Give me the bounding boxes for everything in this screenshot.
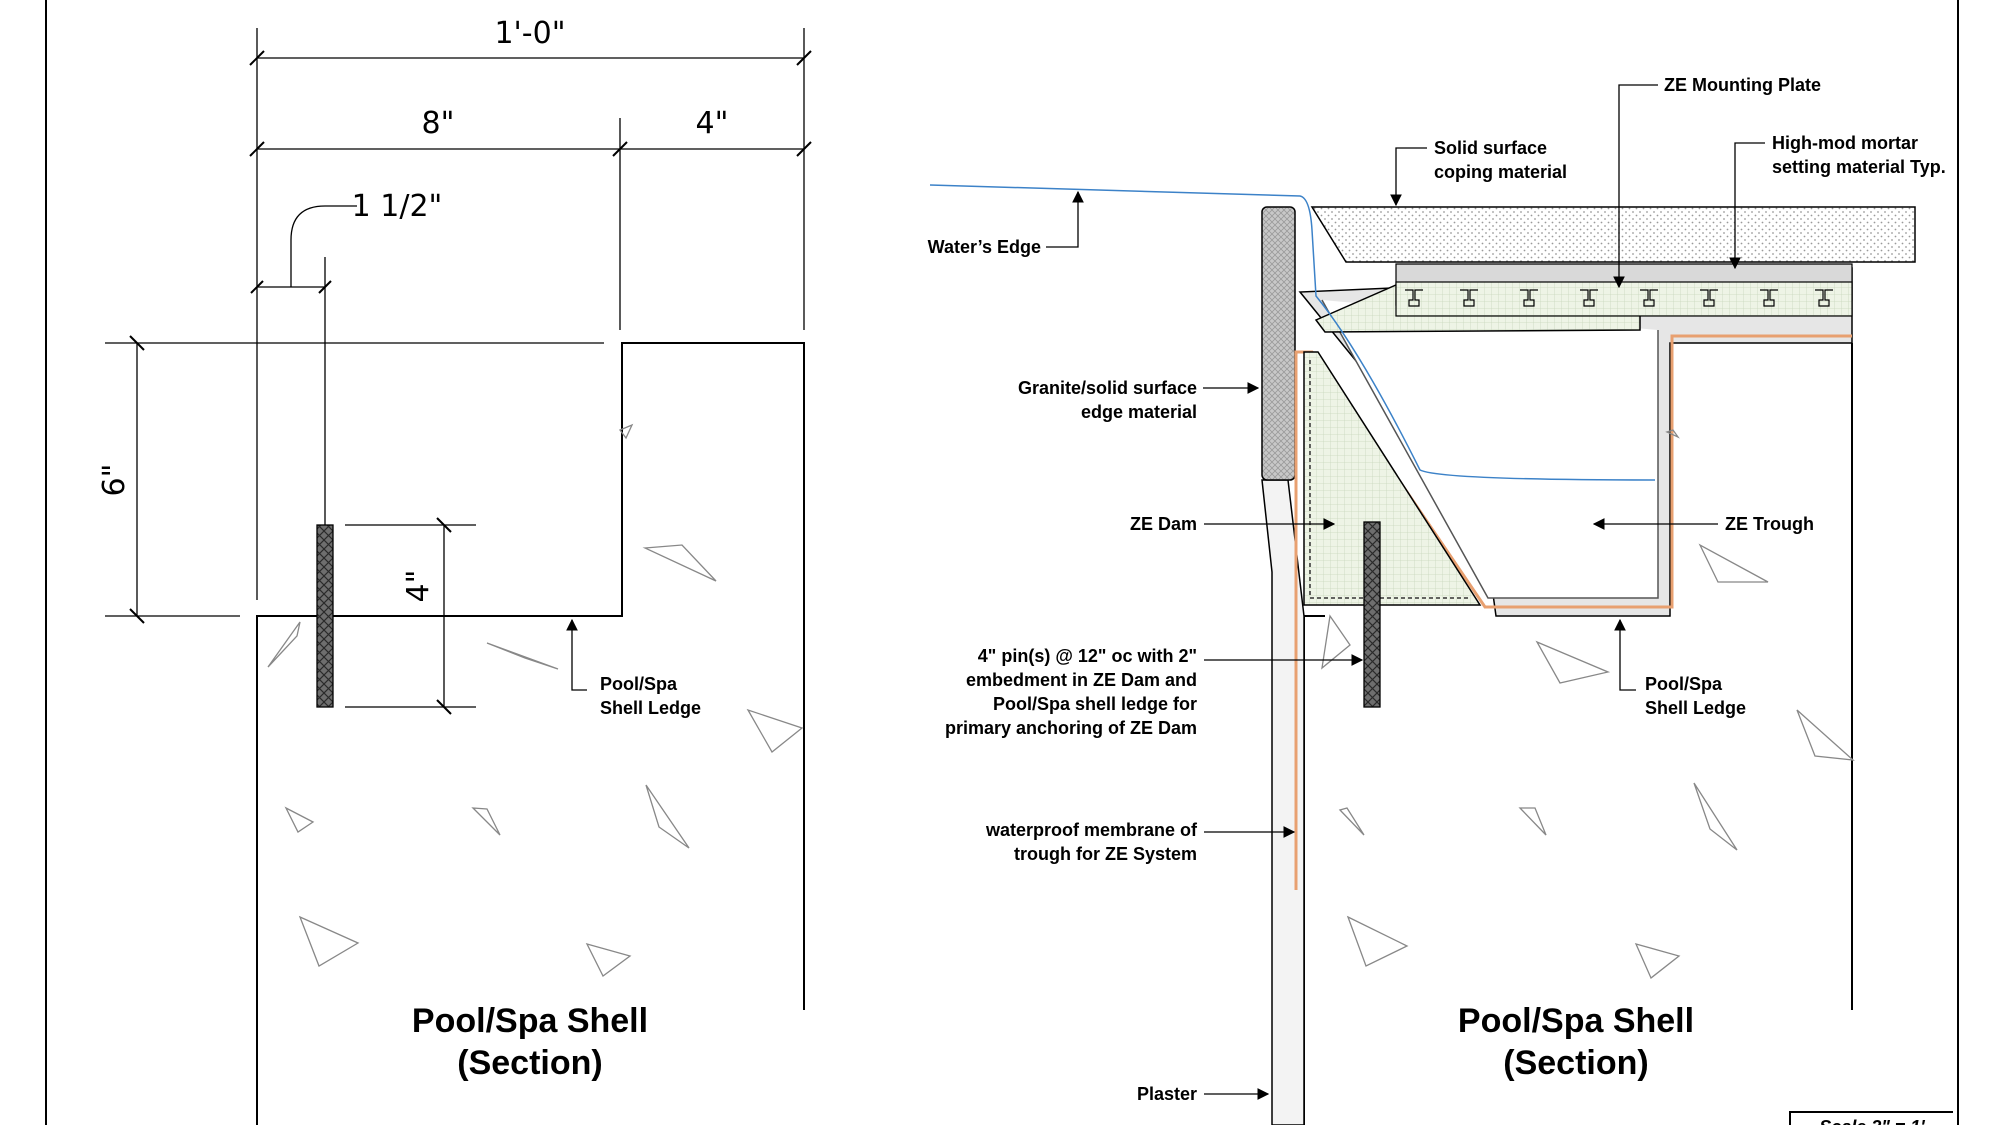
dim-1-5-label: 1 1/2" — [352, 189, 443, 224]
scale-note: Scale 3" = 1' — [1819, 1117, 1925, 1125]
right-ledge-label-1: Pool/Spa — [1645, 674, 1723, 694]
coping-leader — [1390, 147, 1427, 207]
membrane-label-1: waterproof membrane of — [985, 820, 1198, 840]
mortar-leader — [1729, 142, 1765, 270]
plaster-label: Plaster — [1137, 1084, 1197, 1104]
membrane-label-2: trough for ZE System — [1014, 844, 1197, 864]
mortar-label-1: High-mod mortar — [1772, 133, 1918, 153]
ze-dam-keyway — [1309, 360, 1470, 599]
water-edge-line — [929, 184, 1656, 481]
left-concrete-aggregate — [267, 423, 804, 977]
coping-label-1: Solid surface — [1434, 138, 1547, 158]
coping-label-2: coping material — [1434, 162, 1567, 182]
trough-channel — [1321, 299, 1659, 599]
right-anchor-pin — [1363, 521, 1381, 708]
mortar-teeth — [1395, 281, 1853, 317]
pin-label-4: primary anchoring of ZE Dam — [945, 718, 1197, 738]
pin-label-1: 4" pin(s) @ 12" oc with 2" — [978, 646, 1197, 666]
ze-trough-label: ZE Trough — [1725, 514, 1814, 534]
dim-4-top-label: 4" — [696, 106, 729, 141]
left-ledge-label-2: Shell Ledge — [600, 698, 701, 718]
granite-edge — [1261, 206, 1296, 481]
mounting-plate-leader — [1613, 84, 1658, 289]
left-section-detail: 1'-0" 8" 4" 1 1/2" 6" 4" Pool/Spa She — [97, 16, 812, 1125]
waters-edge-leader — [1046, 190, 1084, 248]
right-shell-inner-wall — [1303, 615, 1325, 1125]
granite-label-2: edge material — [1081, 402, 1197, 422]
right-ledge-label-2: Shell Ledge — [1645, 698, 1746, 718]
ze-dam-label: ZE Dam — [1130, 514, 1197, 534]
granite-label-1: Granite/solid surface — [1018, 378, 1197, 398]
pin-label-3: Pool/Spa shell ledge for — [993, 694, 1197, 714]
left-ledge-leader — [566, 618, 587, 691]
waters-edge-label: Water’s Edge — [928, 237, 1041, 257]
left-title-line-2: (Section) — [457, 1044, 602, 1082]
right-section-detail: ZE Mounting Plate Solid surface coping m… — [928, 75, 1953, 1125]
pin-label-2: embedment in ZE Dam and — [966, 670, 1197, 690]
mortar-label-2: setting material Typ. — [1772, 157, 1946, 177]
dim-1-5-leader — [290, 205, 357, 287]
anchor-pin — [316, 524, 334, 708]
ze-dam — [1303, 351, 1482, 606]
dim-overall-label: 1'-0" — [494, 16, 565, 51]
plaster-layer — [1261, 479, 1305, 1125]
right-title-line-1: Pool/Spa Shell — [1458, 1002, 1694, 1040]
right-concrete-aggregate — [1321, 429, 1855, 980]
waterproof-membrane — [1294, 334, 1852, 890]
left-shell-outline — [256, 342, 805, 1125]
mounting-plate-label: ZE Mounting Plate — [1664, 75, 1821, 95]
dim-6-label: 6" — [97, 464, 132, 497]
dim-4-pin-label: 4" — [401, 570, 436, 603]
mortar-dovetails — [1405, 289, 1833, 307]
right-title-line-2: (Section) — [1503, 1044, 1648, 1082]
coping-slab — [1310, 206, 1916, 263]
dim-8-label: 8" — [422, 106, 455, 141]
left-title-line-1: Pool/Spa Shell — [412, 1002, 648, 1040]
right-ledge-leader — [1614, 618, 1636, 691]
scale-box — [1789, 1111, 1953, 1125]
left-ledge-label-1: Pool/Spa — [600, 674, 678, 694]
